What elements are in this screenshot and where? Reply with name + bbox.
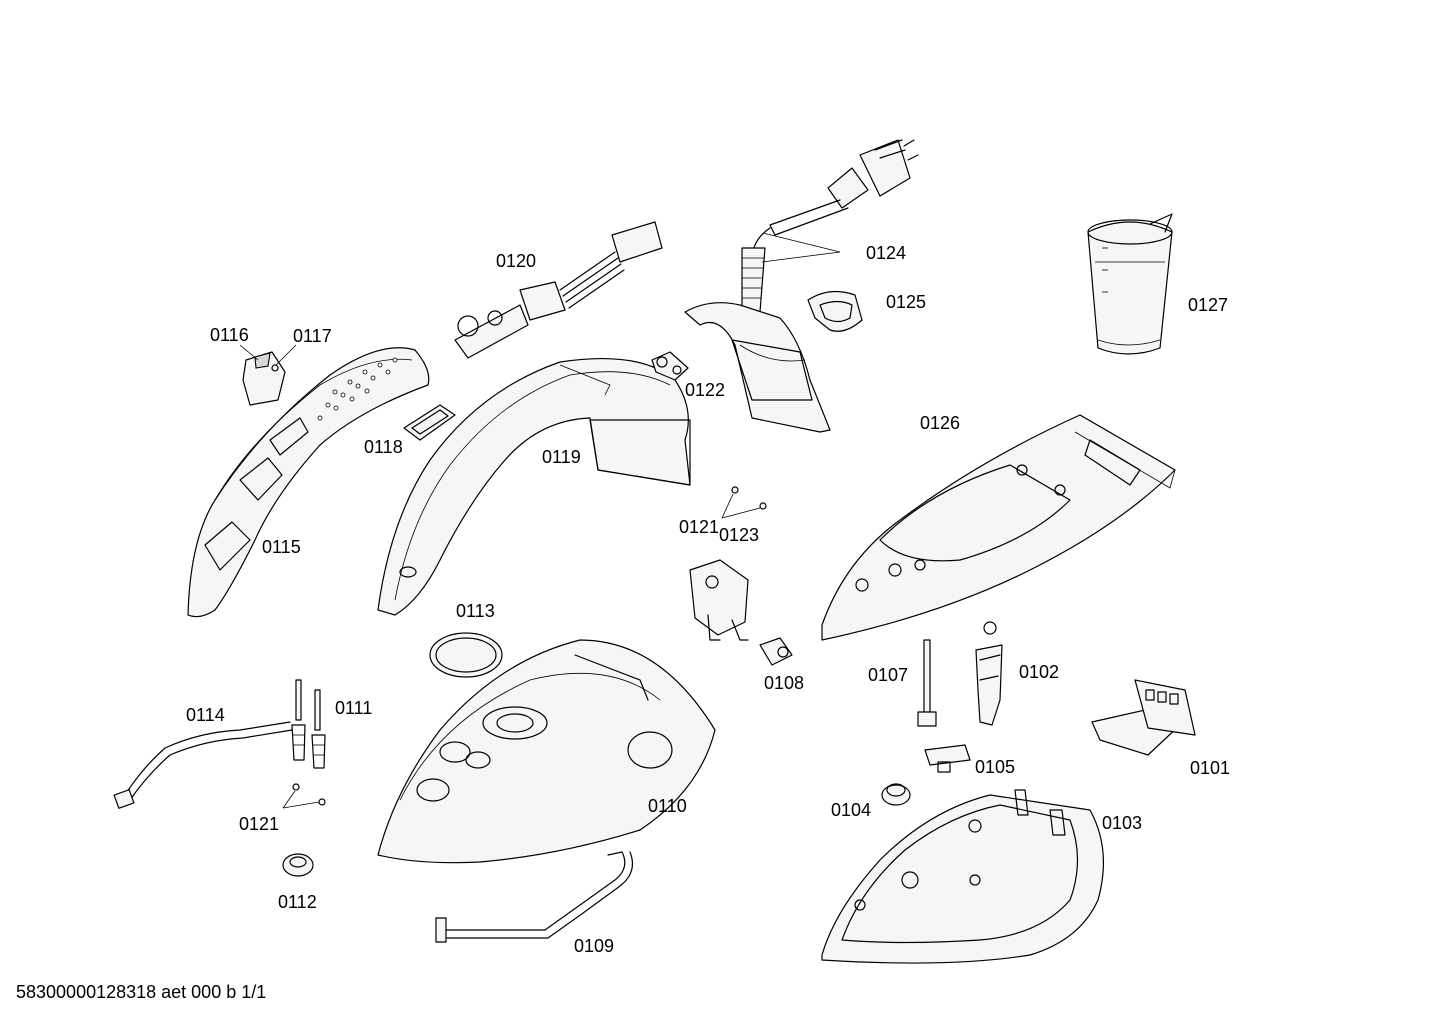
part-0111-pins xyxy=(291,679,326,769)
part-0107-pin xyxy=(917,639,937,727)
part-labels: 0127 0124 0125 0120 0116 0117 0122 0126 … xyxy=(186,243,1230,956)
footer-document-id: 58300000128318 aet 000 b 1/1 xyxy=(16,982,266,1002)
label-0108: 0108 xyxy=(764,673,804,693)
label-0120: 0120 xyxy=(496,251,536,271)
part-0113-gasket xyxy=(429,632,503,678)
label-0121-upper: 0121 xyxy=(679,517,719,537)
part-valve-assembly xyxy=(689,559,749,641)
label-0123: 0123 xyxy=(719,525,759,545)
part-0109-hose xyxy=(435,851,633,943)
label-0115: 0115 xyxy=(262,537,301,557)
part-0108-nozzle xyxy=(759,637,793,666)
part-0110-water-tank xyxy=(377,639,716,864)
label-0119: 0119 xyxy=(542,447,581,467)
part-0102-bracket xyxy=(975,621,1003,726)
label-0111: 0111 xyxy=(335,698,372,718)
label-0116: 0116 xyxy=(210,325,249,345)
label-0112: 0112 xyxy=(278,892,317,912)
label-0101: 0101 xyxy=(1190,758,1230,778)
label-0102: 0102 xyxy=(1019,662,1059,682)
label-0103: 0103 xyxy=(1102,813,1142,833)
part-0118-switch xyxy=(403,404,456,441)
label-0110: 0110 xyxy=(648,796,687,816)
part-0114-cable xyxy=(113,721,293,809)
part-0122-fitting xyxy=(651,351,689,381)
label-0117: 0117 xyxy=(293,326,332,346)
part-0125-clip xyxy=(807,290,863,332)
label-0104: 0104 xyxy=(831,800,871,820)
handle-dots xyxy=(317,357,398,421)
label-0105: 0105 xyxy=(975,757,1015,777)
part-0115-handle xyxy=(187,347,430,618)
label-0126: 0126 xyxy=(920,413,960,433)
part-0127-measuring-cup xyxy=(1087,213,1173,355)
part-0119-top-cover xyxy=(377,358,691,616)
part-0105-bracket xyxy=(924,744,971,773)
label-0127: 0127 xyxy=(1188,295,1228,315)
label-0114: 0114 xyxy=(186,705,225,725)
part-0103-soleplate xyxy=(821,789,1105,964)
label-0124: 0124 xyxy=(866,243,906,263)
label-0121-lower: 0121 xyxy=(239,814,279,834)
part-0101-connector xyxy=(1091,679,1196,756)
part-0121-0123-balls xyxy=(721,486,767,519)
label-0122: 0122 xyxy=(685,380,725,400)
label-0107: 0107 xyxy=(868,665,908,685)
part-0116-0117-button xyxy=(239,344,297,406)
part-0112-ring xyxy=(282,853,314,877)
label-0113: 0113 xyxy=(456,601,495,621)
part-0121-balls-lower xyxy=(282,783,326,809)
label-0118: 0118 xyxy=(364,437,403,457)
part-0124-power-cord xyxy=(684,139,919,433)
part-0126-housing-frame xyxy=(821,414,1176,641)
label-0125: 0125 xyxy=(886,292,926,312)
part-0120-wiring-harness xyxy=(454,221,663,359)
part-0104-grommet xyxy=(881,783,911,806)
label-0109: 0109 xyxy=(574,936,614,956)
